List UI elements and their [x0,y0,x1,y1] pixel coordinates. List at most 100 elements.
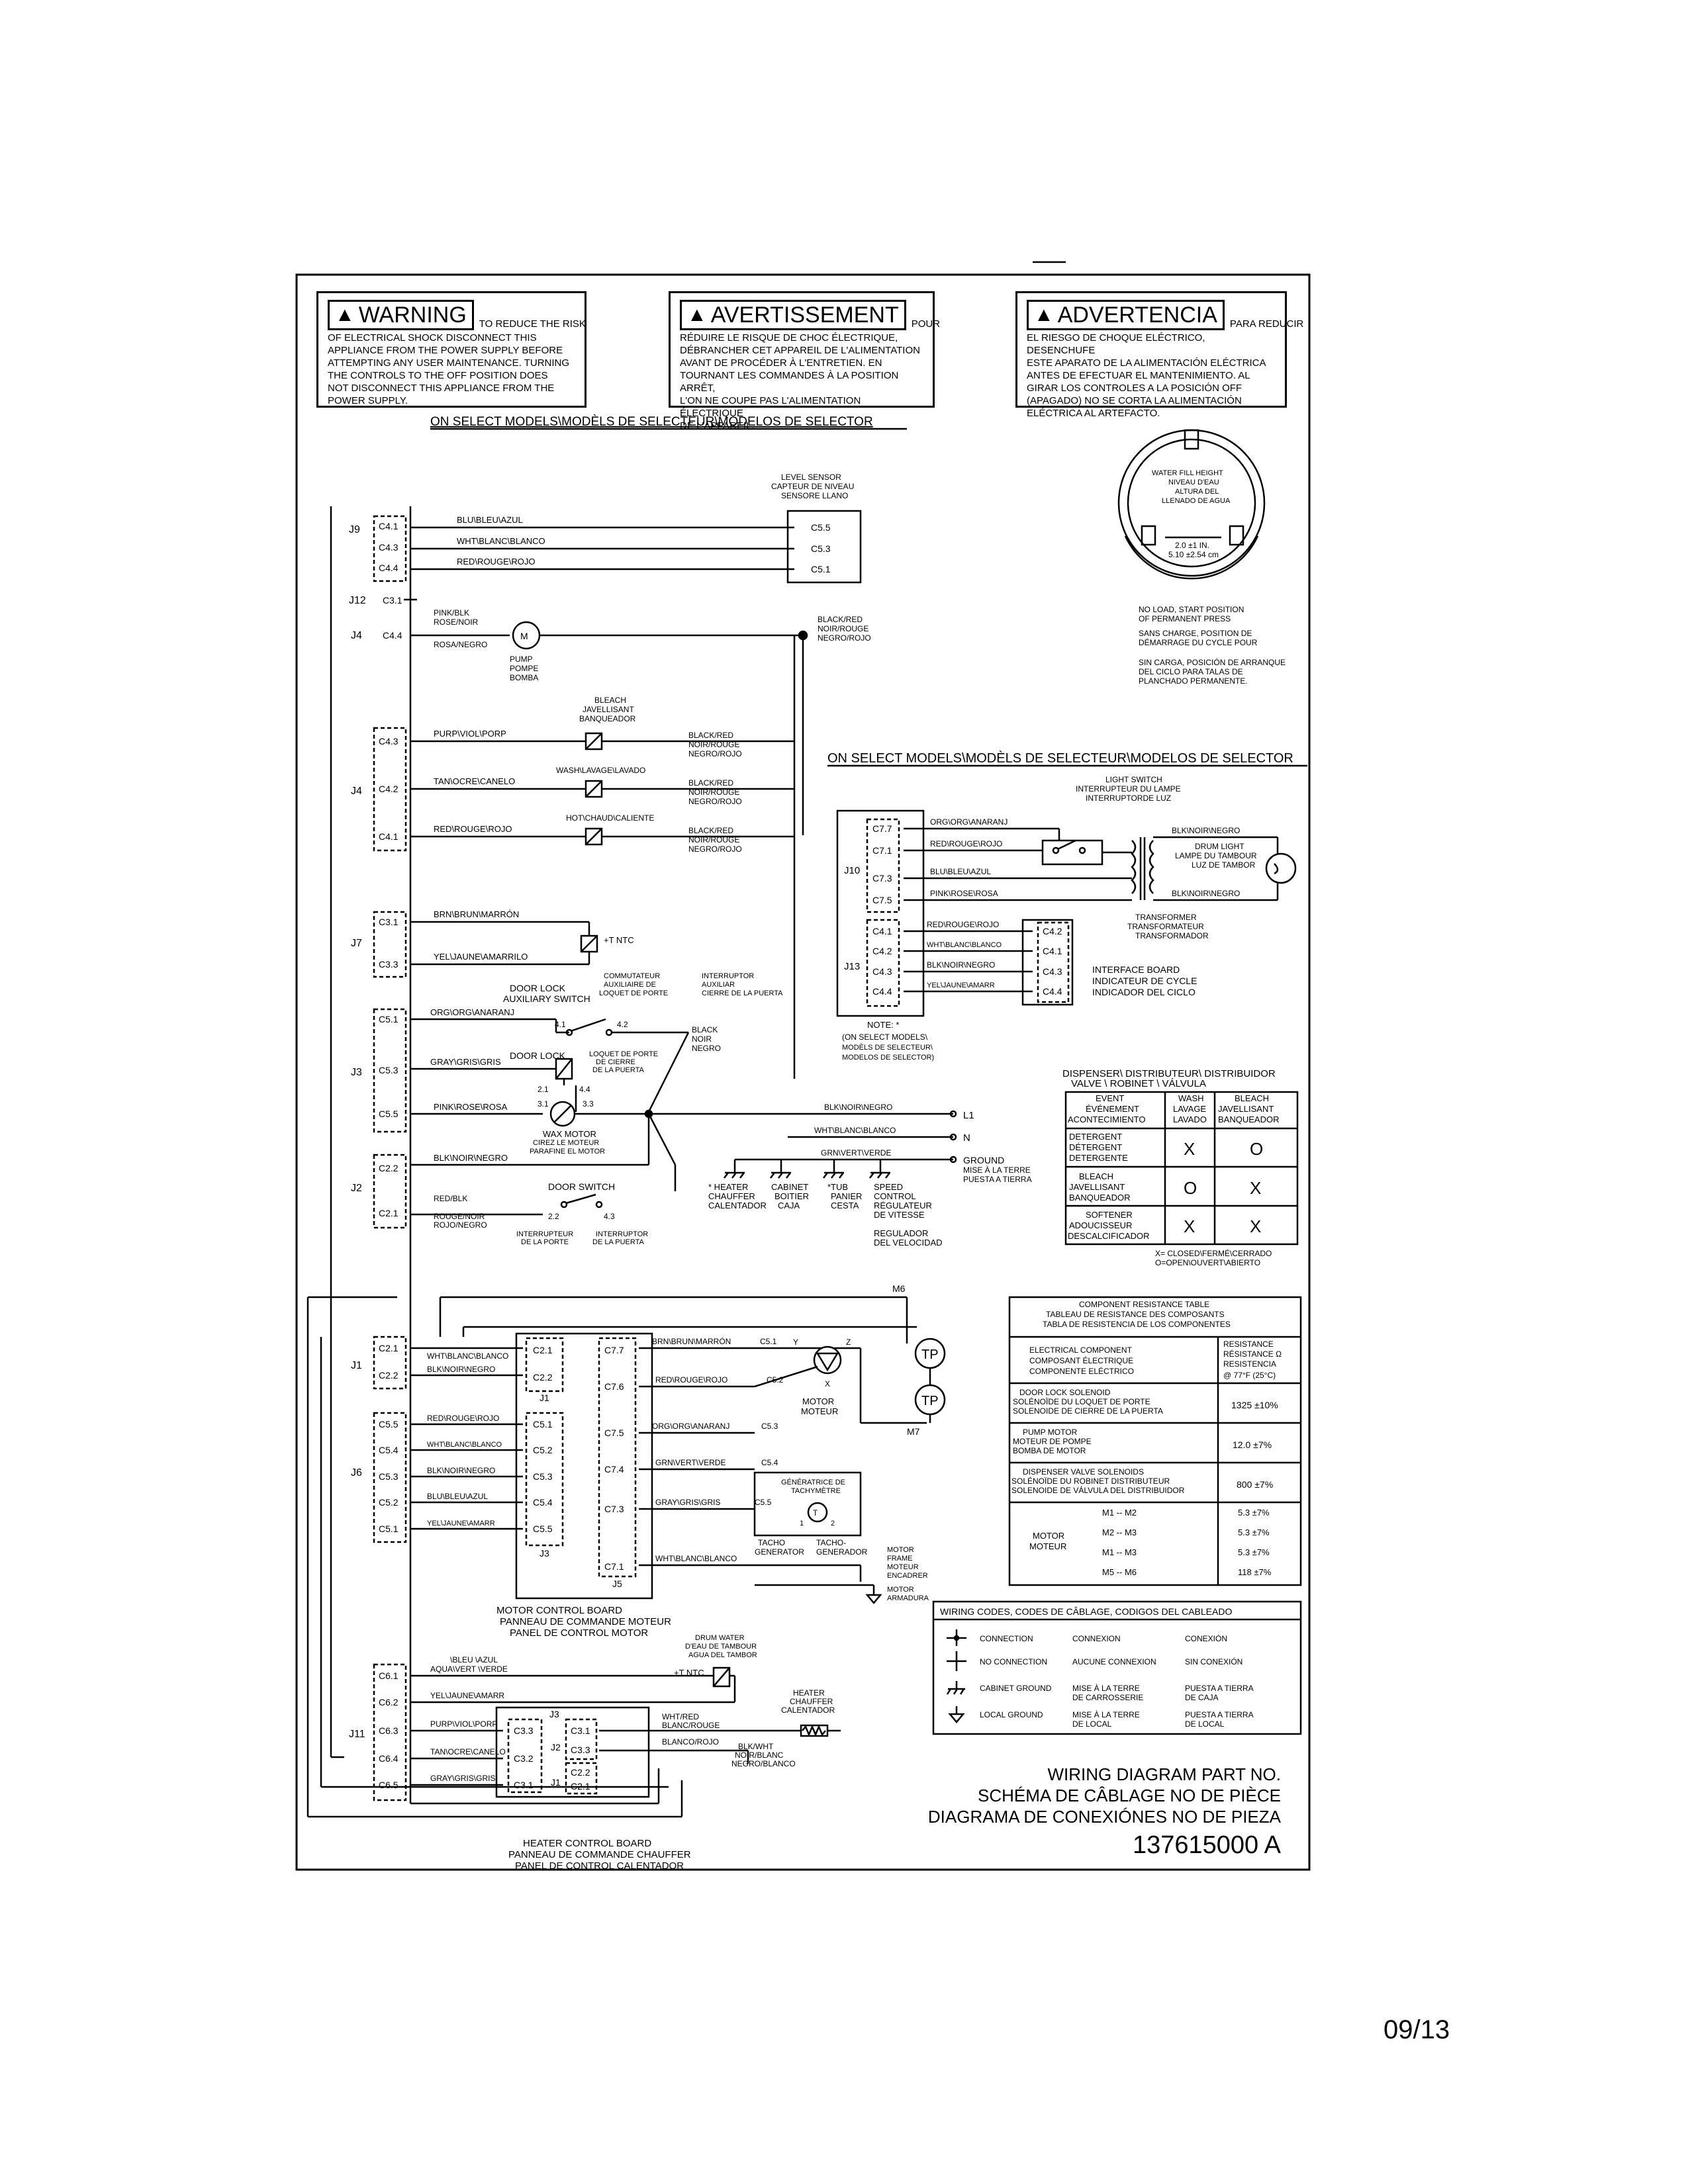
svg-text:NOIR/ROUGE: NOIR/ROUGE [818,624,868,633]
svg-text:X: X [1184,1216,1195,1236]
svg-text:C3.1: C3.1 [383,595,402,606]
svg-text:C5.1: C5.1 [533,1419,553,1430]
svg-text:ELECTRICAL COMPONENT: ELECTRICAL COMPONENT [1029,1345,1133,1355]
svg-text:AUXILIARY SWITCH: AUXILIARY SWITCH [503,993,590,1004]
svg-text:C2.2: C2.2 [379,1370,399,1381]
svg-text:SCHÉMA DE CÂBLAGE NO DE PIÈCE: SCHÉMA DE CÂBLAGE NO DE PIÈCE [978,1786,1281,1805]
connector-j13: J13 C4.1 C4.2 C4.3 C4.4 [844,919,900,1007]
svg-text:5.3 ±7%: 5.3 ±7% [1238,1547,1270,1557]
svg-text:NEGRO/ROJO: NEGRO/ROJO [688,797,742,806]
svg-text:LAMPE DU TAMBOUR: LAMPE DU TAMBOUR [1175,851,1257,860]
svg-text:C7.3: C7.3 [604,1504,624,1514]
svg-text:WAX MOTOR: WAX MOTOR [543,1129,596,1139]
svg-text:BLK\NOIR\NEGRO: BLK\NOIR\NEGRO [427,1466,495,1475]
svg-text:+T NTC: +T NTC [674,1668,704,1678]
connector-j3: J3 C5.1 C5.3 C5.5 [351,1008,407,1133]
svg-text:BANQUEADOR: BANQUEADOR [1218,1115,1279,1124]
svg-text:Y: Y [793,1338,798,1347]
svg-text:CALENTADOR: CALENTADOR [708,1201,767,1210]
svg-text:C7.5: C7.5 [872,895,892,905]
svg-text:DOOR LOCK SOLENOID: DOOR LOCK SOLENOID [1019,1388,1111,1397]
svg-text:C5.3: C5.3 [379,1471,399,1482]
svg-text:NO CONNECTION: NO CONNECTION [980,1657,1047,1666]
svg-text:4.4: 4.4 [579,1085,590,1094]
cabinet-grounds [724,1160,890,1179]
svg-text:WASH: WASH [1178,1093,1204,1103]
svg-text:C3.2: C3.2 [514,1753,534,1764]
svg-text:CAPTEUR DE NIVEAU: CAPTEUR DE NIVEAU [771,482,854,491]
svg-text:M7: M7 [907,1426,920,1437]
svg-text:DOOR LOCK: DOOR LOCK [510,1050,566,1061]
svg-text:BANQUEADOR: BANQUEADOR [1069,1193,1130,1203]
svg-text:C3.3: C3.3 [379,959,399,970]
svg-text:GRAY\GRIS\GRIS: GRAY\GRIS\GRIS [430,1774,495,1783]
svg-text:C7.7: C7.7 [872,823,892,834]
svg-text:LOQUET DE PORTE: LOQUET DE PORTE [599,989,668,997]
svg-text:INDICADOR DEL CICLO: INDICADOR DEL CICLO [1092,987,1196,997]
svg-text:C5.5: C5.5 [379,1419,399,1430]
svg-text:NOIR/ROUGE: NOIR/ROUGE [688,835,739,844]
svg-text:MISE À LA TERRE: MISE À LA TERRE [1072,1683,1140,1693]
svg-text:ÉVÉNEMENT: ÉVÉNEMENT [1086,1104,1139,1114]
svg-text:\BLEU \AZUL: \BLEU \AZUL [450,1655,498,1664]
svg-text:J7: J7 [351,938,362,949]
svg-text:WHT\BLANC\BLANCO: WHT\BLANC\BLANCO [427,1351,508,1361]
svg-text:C6.1: C6.1 [379,1670,399,1681]
svg-text:PARAFINE EL MOTOR: PARAFINE EL MOTOR [530,1148,605,1156]
svg-text:LUZ DE TAMBOR: LUZ DE TAMBOR [1192,860,1256,870]
svg-text:CONEXIÓN: CONEXIÓN [1185,1633,1227,1643]
svg-text:J5: J5 [612,1578,622,1589]
svg-text:LEVEL SENSOR: LEVEL SENSOR [781,473,841,482]
connector-j12: J12 [349,595,366,606]
svg-text:BLU\BLEU\AZUL: BLU\BLEU\AZUL [930,867,991,876]
svg-text:DE LA PUERTA: DE LA PUERTA [592,1238,645,1246]
svg-text:J6: J6 [351,1467,362,1479]
connector-j4-top: J4 [351,630,362,641]
component-resistance-table: COMPONENT RESISTANCE TABLE TABLEAU DE RE… [1008,1296,1302,1586]
svg-text:CONNECTION: CONNECTION [980,1634,1033,1643]
svg-text:C5.5: C5.5 [811,522,831,533]
svg-text:C5.4: C5.4 [761,1458,778,1467]
svg-text:BOMBA DE MOTOR: BOMBA DE MOTOR [1013,1446,1086,1455]
cabinet-ground-symbol [946,1681,965,1695]
svg-text:WHT\BLANC\BLANCO: WHT\BLANC\BLANCO [427,1441,502,1449]
svg-text:C5.2: C5.2 [533,1445,553,1455]
svg-text:NIVEAU D'EAU: NIVEAU D'EAU [1168,478,1219,486]
svg-text:NEGRO/ROJO: NEGRO/ROJO [688,844,742,854]
svg-text:C4.3: C4.3 [1043,966,1062,977]
svg-text:NOIR/ROUGE: NOIR/ROUGE [688,740,739,749]
svg-text:GENERATOR: GENERATOR [755,1547,804,1557]
no-connection-symbol [947,1651,966,1671]
svg-text:DE VITESSE: DE VITESSE [874,1210,925,1220]
svg-text:MOTEUR: MOTEUR [801,1406,838,1416]
svg-text:ALTURA DEL: ALTURA DEL [1175,488,1219,496]
svg-text:12.0 ±7%: 12.0 ±7% [1233,1439,1272,1450]
svg-text:C2.2: C2.2 [571,1767,590,1778]
svg-text:RESISTANCE: RESISTANCE [1223,1340,1274,1349]
svg-text:BLEACH: BLEACH [1235,1093,1269,1103]
connector-j1: J1 C2.1 C2.2 [351,1336,407,1390]
svg-text:C4.2: C4.2 [379,784,399,794]
svg-text:DE LOCAL: DE LOCAL [1185,1719,1225,1729]
svg-text:SOLENOIDE DE CIERRE DE LA PUER: SOLENOIDE DE CIERRE DE LA PUERTA [1013,1406,1163,1416]
svg-text:CIERRE DE LA PUERTA: CIERRE DE LA PUERTA [702,989,783,997]
connector-j7: J7 C3.1 C3.3 [351,911,407,978]
svg-text:PURP\VIOL\PORP: PURP\VIOL\PORP [434,729,506,739]
wire-label-blu: BLU\BLEU\AZUL [457,515,523,525]
svg-text:MODELOS DE SELECTOR): MODELOS DE SELECTOR) [842,1054,934,1062]
svg-text:M6: M6 [892,1283,906,1294]
svg-text:C4.2: C4.2 [872,946,892,956]
svg-text:TACHO: TACHO [758,1538,785,1547]
svg-text:ROJO/NEGRO: ROJO/NEGRO [434,1220,487,1230]
svg-text:MOTOR: MOTOR [887,1546,914,1554]
svg-text:M2 -- M3: M2 -- M3 [1102,1527,1137,1537]
svg-text:RED\ROUGE\ROJO: RED\ROUGE\ROJO [427,1414,499,1423]
svg-text:EVENT: EVENT [1096,1093,1124,1103]
svg-text:DESCALCIFICADOR: DESCALCIFICADOR [1068,1231,1150,1241]
svg-text:C3.1: C3.1 [379,917,399,927]
svg-text:PANIER: PANIER [831,1191,862,1201]
svg-text:BLACK/RED: BLACK/RED [688,778,733,788]
svg-text:4.3: 4.3 [604,1212,615,1221]
svg-text:*TUB: *TUB [827,1182,848,1192]
svg-text:3.3: 3.3 [583,1099,594,1109]
